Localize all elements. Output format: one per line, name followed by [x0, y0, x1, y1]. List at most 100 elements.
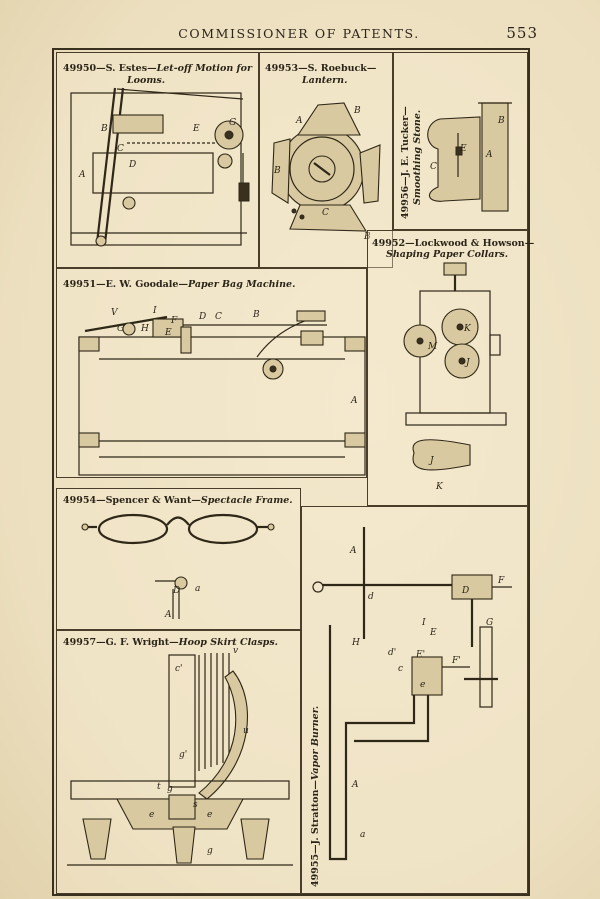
svg-text:E: E	[192, 124, 200, 134]
svg-text:E: E	[459, 144, 467, 154]
patent-number: 49951	[63, 279, 97, 290]
svg-text:D: D	[128, 160, 136, 170]
panel-collars: 49952—Lockwood & Howson— Shaping Paper C…	[367, 230, 534, 506]
svg-text:g: g	[167, 784, 173, 794]
svg-text:g: g	[207, 846, 213, 856]
svg-text:C: C	[322, 208, 329, 218]
bag-drawing: V I F D C B G H E A	[78, 306, 366, 476]
inventor-name: Lockwood & Howson	[414, 238, 525, 249]
svg-text:B: B	[252, 310, 260, 320]
svg-text:M: M	[427, 342, 438, 352]
inventor-name: S. Estes	[105, 63, 148, 74]
svg-text:e: e	[149, 810, 154, 820]
patent-number: 49954	[63, 495, 97, 506]
patent-subject: Paper Bag Machine.	[187, 279, 296, 290]
panel-spectacle: 49954—Spencer & Want—Spectacle Frame. D …	[56, 488, 301, 630]
page-number: 553	[506, 24, 538, 42]
caption-lantern-line2: Lantern.	[302, 75, 348, 86]
svg-text:C: C	[117, 144, 124, 154]
burner-drawing: A d I E D F H d' c E' e F' G A a	[312, 527, 512, 861]
caption-lantern: 49953—S. Roebuck—	[265, 63, 377, 74]
caption-looms-line2: Looms.	[127, 75, 166, 86]
patent-number: 49950	[63, 63, 97, 74]
svg-text:D: D	[198, 312, 206, 322]
svg-text:C: C	[430, 162, 437, 172]
svg-text:F': F'	[451, 656, 461, 666]
svg-text:G: G	[117, 324, 124, 334]
svg-text:J: J	[464, 358, 471, 368]
svg-text:A: A	[78, 170, 86, 180]
caption-looms: 49950—S. Estes—Let-off Motion for	[63, 63, 252, 74]
caption-bag: 49951—E. W. Goodale—Paper Bag Machine.	[63, 279, 296, 290]
spectacle-drawing: D a A	[81, 513, 275, 620]
svg-text:c': c'	[175, 664, 183, 674]
svg-text:D: D	[172, 586, 180, 596]
svg-text:u: u	[243, 726, 249, 736]
inventor-name: S. Roebuck	[307, 63, 367, 74]
inventor-name: G. F. Wright	[105, 637, 170, 648]
svg-text:a: a	[195, 584, 200, 594]
svg-text:D: D	[461, 586, 469, 596]
svg-text:B: B	[497, 116, 505, 126]
inventor-name: E. W. Goodale	[105, 279, 179, 290]
panel-stone: 49956—J. E. Tucker— Smoothing Stone. C E…	[393, 52, 528, 230]
svg-text:E': E'	[415, 650, 425, 660]
caption-collars: 49952—Lockwood & Howson—	[372, 238, 535, 249]
svg-text:d': d'	[388, 648, 396, 658]
patent-subject: Let-off Motion for	[156, 63, 252, 74]
running-title: COMMISSIONER OF PATENTS.	[178, 26, 420, 41]
svg-text:I: I	[421, 618, 426, 628]
plate-frame: 49950—S. Estes—Let-off Motion for Looms.	[52, 48, 534, 896]
svg-text:t: t	[157, 782, 161, 792]
clasps-drawing: c' v g' u t g s e e g	[67, 646, 293, 866]
panel-burner: 49955—J. Stratton—Vapor Burner. A d I E …	[301, 506, 528, 894]
svg-text:d: d	[368, 592, 374, 602]
svg-text:J: J	[428, 456, 435, 466]
patent-subject: Hoop Skirt Clasps.	[178, 637, 278, 648]
svg-text:B: B	[273, 166, 281, 176]
svg-text:E: E	[164, 328, 172, 338]
panel-clasps: 49957—G. F. Wright—Hoop Skirt Clasps. c'	[56, 630, 301, 894]
svg-text:I: I	[152, 306, 157, 316]
svg-text:e: e	[207, 810, 212, 820]
svg-text:E: E	[429, 628, 437, 638]
svg-text:A: A	[350, 396, 358, 406]
svg-text:A: A	[351, 780, 359, 790]
patent-number: 49957	[63, 637, 97, 648]
svg-text:s: s	[193, 800, 198, 810]
panel-lantern: 49953—S. Roebuck— Lantern. A B B B C	[259, 52, 393, 268]
svg-text:g': g'	[179, 750, 187, 760]
caption-clasps: 49957—G. F. Wright—Hoop Skirt Clasps.	[63, 637, 278, 648]
svg-text:F: F	[497, 576, 505, 586]
svg-text:e: e	[420, 680, 425, 690]
svg-text:C: C	[215, 312, 222, 322]
svg-text:V: V	[111, 308, 119, 318]
svg-text:K: K	[435, 482, 444, 492]
page-header: COMMISSIONER OF PATENTS. 553	[60, 24, 538, 46]
svg-text:K: K	[463, 324, 472, 334]
patent-subject: Spectacle Frame.	[200, 495, 293, 506]
patent-number: 49952	[372, 238, 406, 249]
patent-number: 49953	[265, 63, 299, 74]
svg-text:H: H	[351, 638, 360, 648]
caption-spectacle: 49954—Spencer & Want—Spectacle Frame.	[63, 495, 293, 506]
collars-drawing: M K J J K	[403, 262, 507, 492]
inventor-name: Spencer & Want	[105, 495, 192, 506]
svg-text:B: B	[353, 106, 361, 116]
svg-text:a: a	[360, 830, 365, 840]
svg-text:c: c	[398, 664, 403, 674]
lantern-drawing: A B B B C	[271, 102, 381, 242]
panel-looms: 49950—S. Estes—Let-off Motion for Looms.	[56, 52, 259, 268]
svg-text:A: A	[164, 610, 172, 620]
panel-bag: 49951—E. W. Goodale—Paper Bag Machine.	[56, 268, 367, 478]
looms-drawing: B E G C A D	[70, 87, 250, 247]
caption-collars-line2: Shaping Paper Collars.	[386, 249, 509, 260]
svg-text:H: H	[140, 324, 149, 334]
svg-text:B: B	[100, 124, 108, 134]
svg-text:v: v	[233, 646, 238, 656]
svg-text:A: A	[349, 546, 357, 556]
svg-text:G: G	[486, 618, 493, 628]
svg-text:G: G	[229, 118, 236, 128]
svg-text:A: A	[485, 150, 493, 160]
